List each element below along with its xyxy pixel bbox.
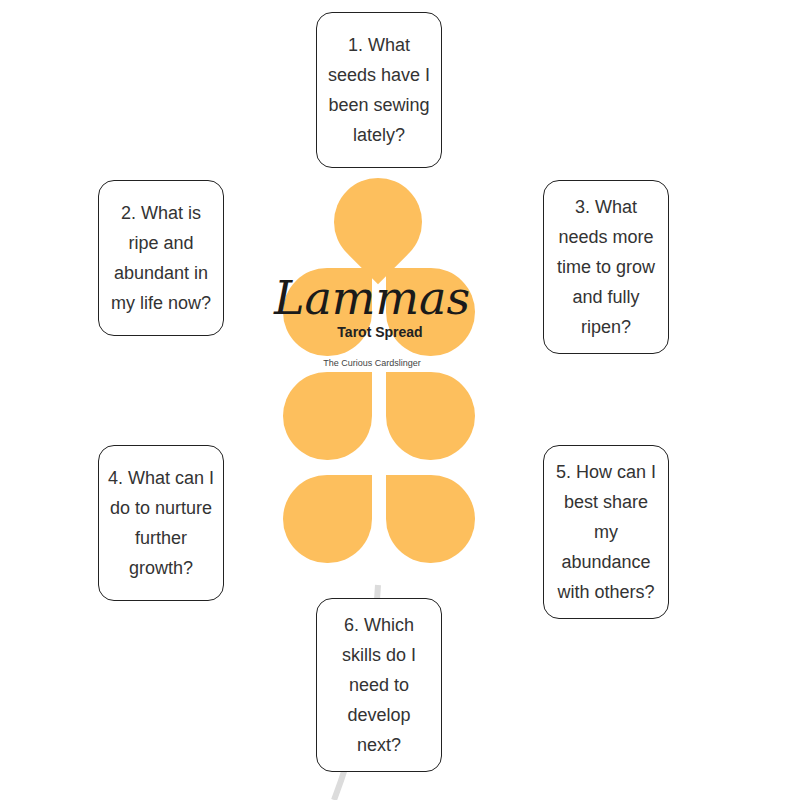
question-box: 6. Which skills do I need to develop nex… xyxy=(316,598,442,772)
question-box: 3. What needs more time to grow and full… xyxy=(543,180,669,354)
spread-title: Lammas xyxy=(274,272,470,324)
wheat-kernel xyxy=(386,475,475,563)
question-box: 5. How can I best share my abundance wit… xyxy=(543,445,669,619)
question-text: 2. What is ripe and abundant in my life … xyxy=(107,198,215,318)
wheat-kernel xyxy=(283,475,372,563)
question-text: 5. How can I best share my abundance wit… xyxy=(552,457,660,607)
question-text: 4. What can I do to nurture further grow… xyxy=(107,463,215,583)
wheat-kernel xyxy=(283,372,372,460)
question-text: 6. Which skills do I need to develop nex… xyxy=(325,610,433,760)
spread-subtitle: Tarot Spread xyxy=(337,324,422,341)
wheat-kernel xyxy=(316,160,440,284)
wheat-kernel xyxy=(386,372,475,460)
question-text: 1. What seeds have I been sewing lately? xyxy=(325,30,433,150)
question-box: 4. What can I do to nurture further grow… xyxy=(98,445,224,601)
question-box: 1. What seeds have I been sewing lately? xyxy=(316,12,442,168)
question-box: 2. What is ripe and abundant in my life … xyxy=(98,180,224,336)
author-credit: The Curious Cardslinger xyxy=(323,358,421,369)
question-text: 3. What needs more time to grow and full… xyxy=(552,192,660,342)
